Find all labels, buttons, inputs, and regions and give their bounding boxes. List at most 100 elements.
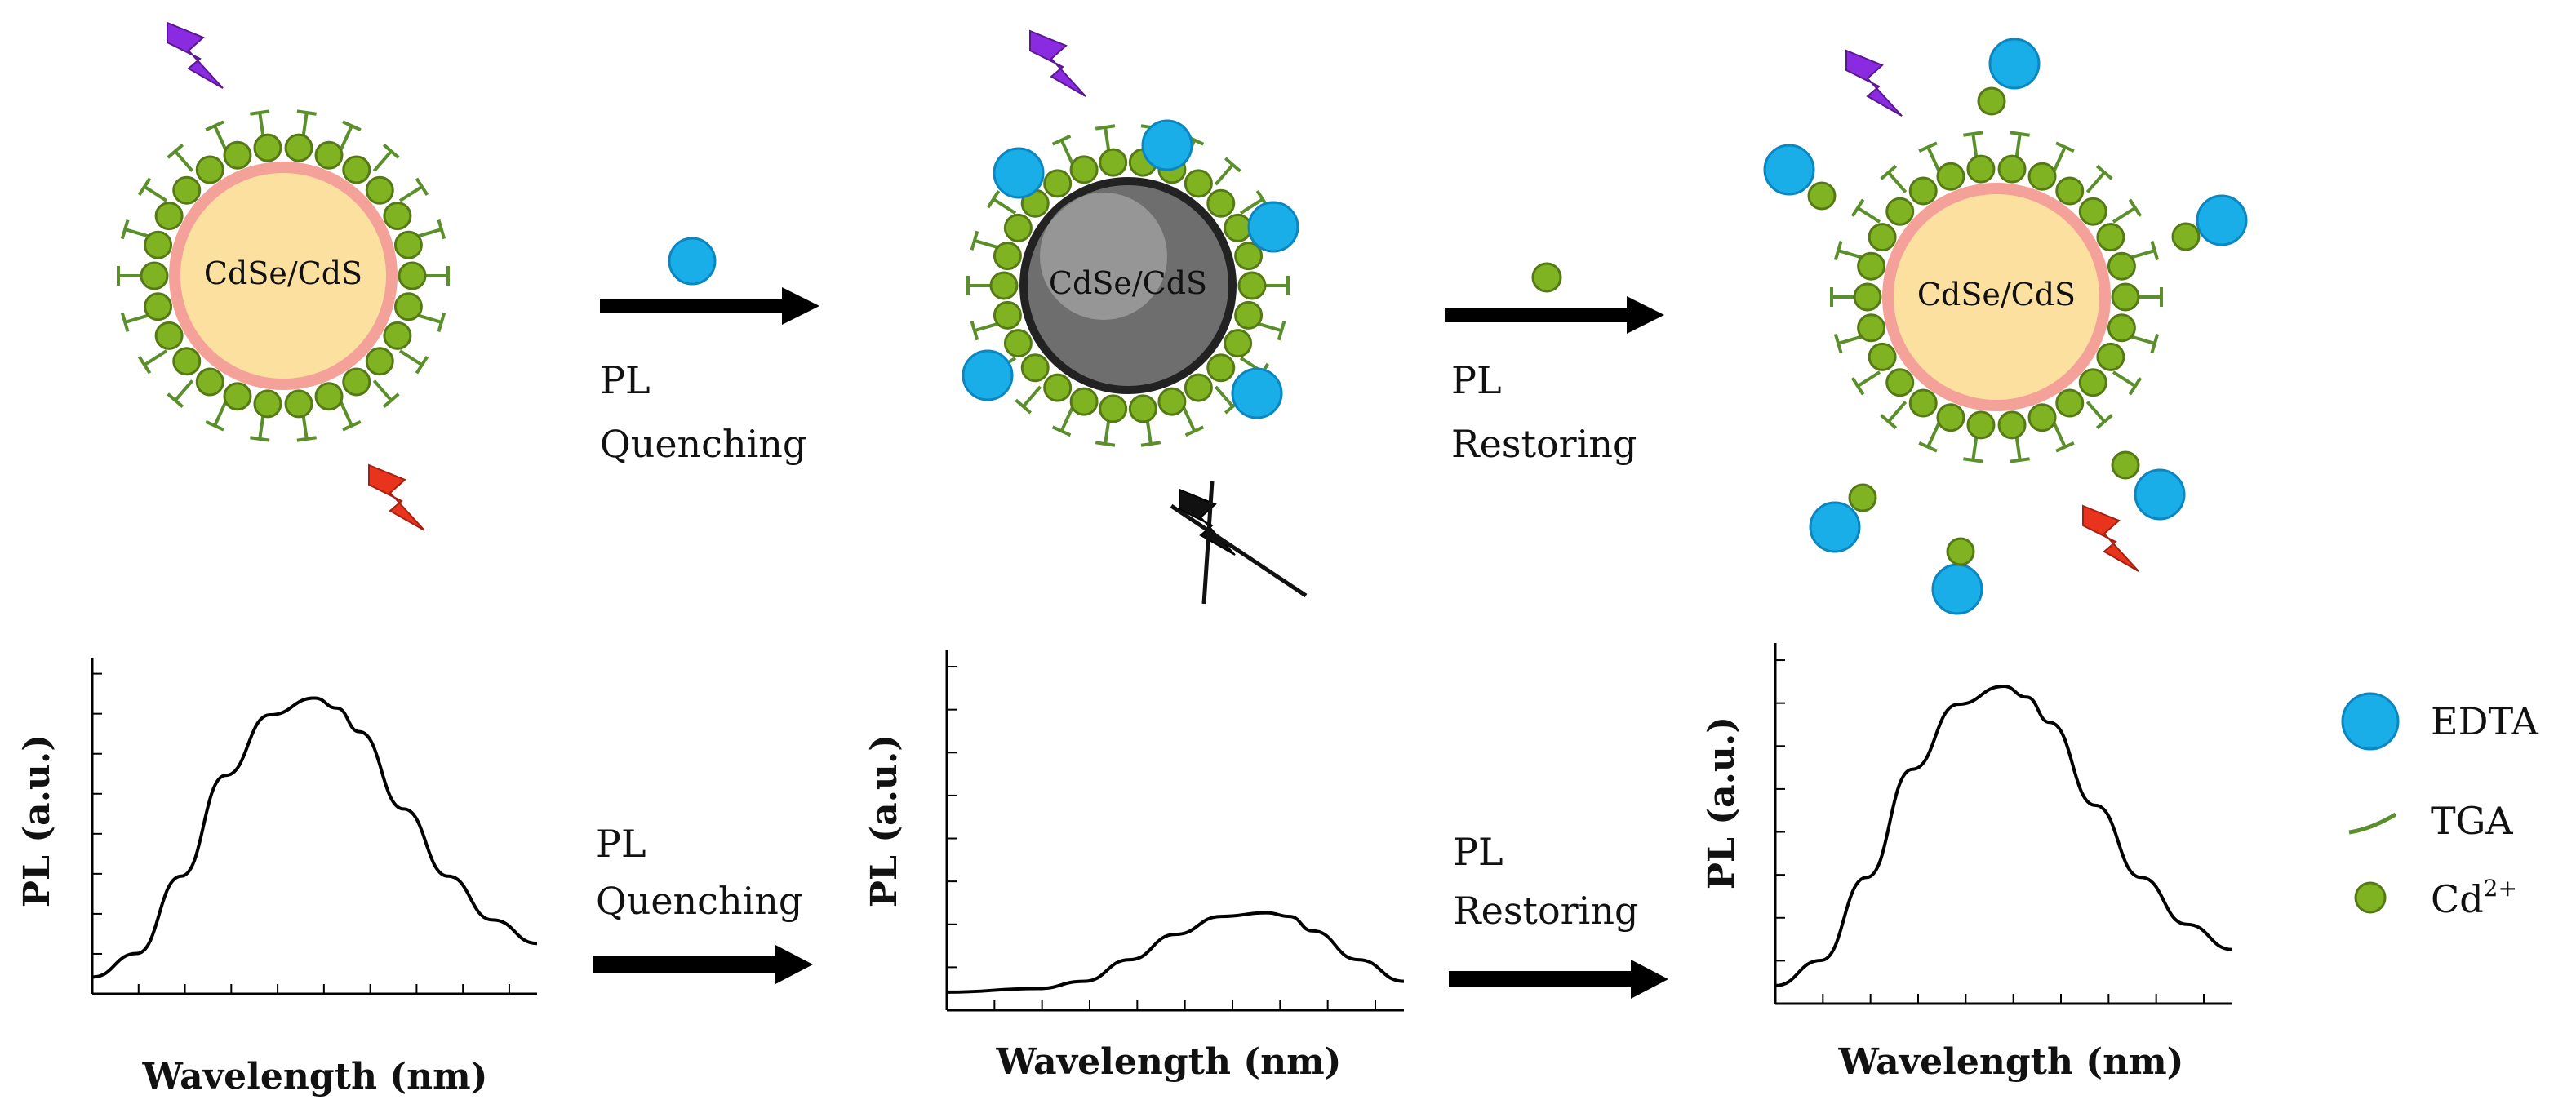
- cd-ion: [223, 382, 252, 411]
- nanoparticle-3: [1830, 131, 2163, 463]
- chart-3-xlabel: Wavelength (nm): [1838, 1041, 2184, 1083]
- cd-ion: [223, 140, 252, 170]
- cd-ion: [1206, 188, 1236, 218]
- tga-ligand-head: [250, 109, 270, 116]
- cd-ion: [1234, 300, 1264, 330]
- cd-ion: [1857, 313, 1886, 343]
- quench-step-line1-top: PL: [600, 358, 651, 402]
- cd-ion: [144, 292, 173, 321]
- tga-ligand-head: [250, 436, 270, 442]
- tga-ligand-stem: [213, 401, 228, 427]
- tga-ligand-stem: [1182, 406, 1197, 432]
- tga-ligand-stem: [1926, 422, 1941, 448]
- edta-molecule: [1931, 563, 1983, 615]
- tga-ligand-head: [2095, 414, 2113, 430]
- cd-ion: [1966, 410, 1996, 440]
- tga-ligand-stem: [1059, 139, 1074, 165]
- restore-step-line1-bottom: PL: [1453, 830, 1503, 874]
- tga-ligand-head: [2010, 457, 2030, 463]
- cd-ion: [1069, 155, 1099, 184]
- tga-ligand-head: [415, 356, 429, 375]
- restore-step-line1-top: PL: [1451, 358, 1502, 402]
- tga-ligand-stem: [1887, 401, 1908, 423]
- cd-ion: [1885, 368, 1915, 397]
- tga-ligand-head: [205, 120, 224, 132]
- tga-ligand-head: [1963, 131, 1983, 137]
- pl-spectrum-line: [946, 911, 1405, 994]
- chart-1: [91, 658, 538, 995]
- tga-ligand-stem: [258, 412, 265, 440]
- tga-ligand-head: [296, 109, 317, 116]
- cd-ion: [2078, 368, 2107, 397]
- tga-ligand-head: [137, 356, 152, 375]
- cd-ion: [2111, 450, 2140, 480]
- tga-ligand-stem: [1926, 146, 1941, 172]
- tga-ligand-head: [1850, 198, 1865, 217]
- cd-ion: [1206, 353, 1236, 383]
- edta-molecule: [1988, 38, 2041, 90]
- tga-ligand-stem: [993, 197, 1017, 215]
- tga-ligand-head: [415, 177, 429, 196]
- cd-ion: [2096, 342, 2125, 371]
- tga-ligand-stem: [1837, 334, 1864, 345]
- tga-ligand-stem: [974, 321, 1001, 333]
- edta-cd-complex: [2111, 450, 2186, 521]
- cd-ion: [253, 389, 282, 419]
- cd-ion: [1003, 213, 1033, 242]
- cd-ion: [1868, 342, 1897, 371]
- edta-molecule: [1141, 119, 1193, 171]
- cd-ion: [172, 175, 202, 205]
- tga-ligand-stem: [1971, 133, 1979, 161]
- tga-ligand-stem: [2129, 334, 2156, 345]
- tga-ligand-stem: [1214, 163, 1234, 186]
- tga-ligand-head: [1277, 321, 1286, 341]
- tga-ligand-head: [2055, 441, 2075, 453]
- tga-ligand-stem: [124, 228, 151, 239]
- cd-ion: [1184, 373, 1213, 402]
- tga-ligand-head: [2150, 241, 2160, 261]
- cd-ion: [314, 382, 344, 411]
- tga-ligand-stem: [1145, 418, 1153, 445]
- cd-ion: [1997, 410, 2027, 440]
- quenching-arrow-top: [600, 287, 819, 325]
- cd-ion: [1099, 394, 1128, 423]
- tga-ligand-stem: [1239, 197, 1264, 215]
- tga-ligand-stem: [301, 412, 309, 440]
- tga-ligand-stem: [174, 379, 194, 401]
- tga-ligand-stem: [2014, 133, 2022, 161]
- cd-ion: [1848, 483, 1877, 512]
- tga-ligand-stem: [1059, 406, 1074, 432]
- edta-molecule: [2134, 468, 2186, 521]
- quench-step-line2-bottom: Quenching: [596, 879, 802, 923]
- tga-ligand-head: [2150, 333, 2160, 353]
- pl-spectrum-line: [1774, 685, 2233, 987]
- edta-molecule: [2196, 194, 2248, 246]
- cd-ion: [284, 133, 313, 162]
- tga-ligand-head: [1184, 425, 1205, 437]
- tga-ligand-head: [437, 312, 446, 332]
- cd-ion: [144, 230, 173, 259]
- tga-ligand-head: [296, 436, 317, 442]
- cd-ion: [2111, 282, 2140, 312]
- blocked-emission-bolt-icon: [1170, 481, 1308, 605]
- chart-1-xlabel: Wavelength (nm): [142, 1056, 488, 1097]
- cd-ion: [1234, 242, 1264, 271]
- cd-ion: [1997, 154, 2027, 184]
- edta-molecule: [1809, 501, 1861, 553]
- tga-ligand-stem: [2112, 370, 2137, 388]
- edta-cd-complex: [1809, 483, 1877, 553]
- edta-molecule-icon: [668, 237, 717, 286]
- tga-ligand-stem: [174, 150, 194, 172]
- tga-ligand-stem: [2085, 401, 2106, 423]
- cdse-core: [1894, 194, 2099, 400]
- cd-ion: [1853, 282, 1882, 312]
- chart-2: [945, 650, 1405, 1012]
- cd-ion: [1069, 387, 1099, 416]
- cd-ion: [1908, 388, 1938, 418]
- tga-ligand-stem: [1214, 385, 1234, 408]
- core-highlight: [1040, 193, 1167, 320]
- nanoparticle-1: [117, 109, 450, 442]
- cd-ion: [1885, 197, 1915, 226]
- cd-ion: [2171, 222, 2201, 251]
- legend: EDTA TGA Cd2+: [2341, 692, 2539, 921]
